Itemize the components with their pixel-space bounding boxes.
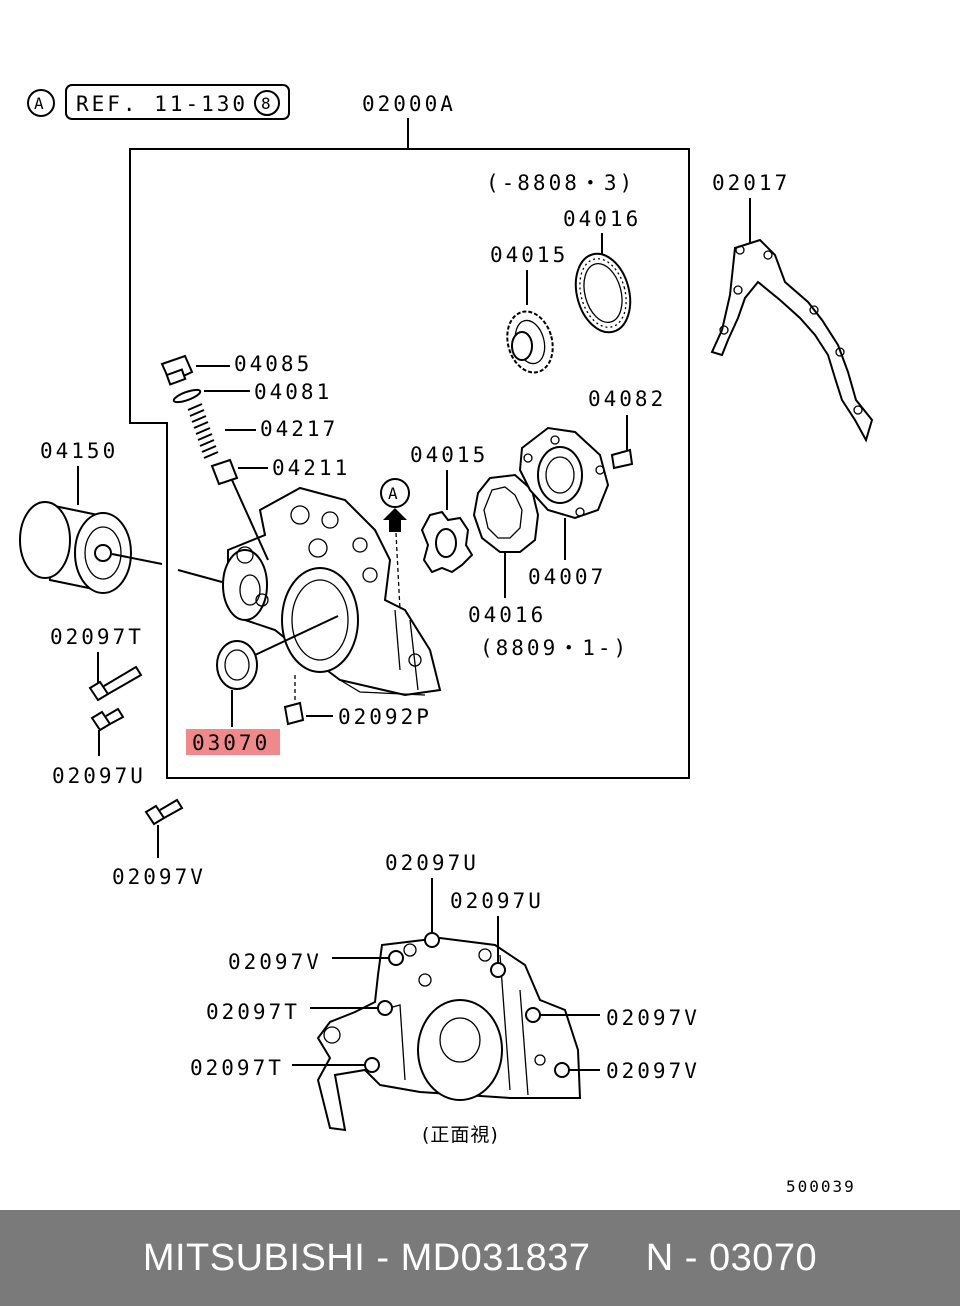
- front-label-t2: 02097T: [190, 1056, 284, 1080]
- label-04015-bottom: 04015: [410, 443, 488, 467]
- label-04085: 04085: [234, 352, 312, 376]
- front-hole-v1: [388, 950, 404, 966]
- front-label-u2: 02097U: [450, 889, 544, 913]
- parts-diagram: A REF. 11-130 8 02000A (-8808・3) 02017 0…: [19, 84, 874, 1196]
- front-label-v3: 02097V: [606, 1059, 700, 1083]
- front-hole-u2: [490, 962, 506, 978]
- ref-text: REF. 11-130: [76, 92, 248, 116]
- label-04016-top: 04016: [563, 207, 641, 231]
- plunger-04211: [210, 458, 239, 486]
- label-04150: 04150: [40, 439, 118, 463]
- arrow-up-icon: [383, 508, 407, 532]
- screw-04082: [610, 448, 634, 470]
- label-02017: 02017: [712, 171, 790, 195]
- front-hole-v2: [525, 1007, 541, 1023]
- front-hole-t2: [364, 1057, 380, 1073]
- gasket-02017: [710, 238, 874, 443]
- front-label-t1: 02097T: [206, 1000, 300, 1024]
- ref-circle-a-label: A: [34, 94, 46, 113]
- label-02092P: 02092P: [338, 705, 432, 729]
- washer-04081: [172, 388, 202, 404]
- label-04217: 04217: [260, 417, 338, 441]
- arrow-ref-circle: [380, 478, 410, 508]
- label-04016-bottom: 04016: [468, 603, 546, 627]
- oil-seal-03070: [216, 640, 258, 690]
- figure-id: 500039: [786, 1177, 856, 1196]
- label-02097T: 02097T: [50, 625, 144, 649]
- plug-02092P: [283, 701, 305, 726]
- assembly-label: 02000A: [362, 92, 456, 116]
- spring-04217: [187, 403, 219, 459]
- label-03070: 03070: [192, 731, 270, 755]
- front-view-drawing: [316, 936, 582, 1132]
- bolt-02097T: [88, 665, 143, 702]
- assembly-outline: [129, 148, 690, 779]
- ref-circle-8: [254, 90, 280, 116]
- highlight-03070: [186, 729, 280, 755]
- bolt-02097U: [90, 707, 125, 732]
- ref-circle-8-label: 8: [261, 94, 273, 113]
- label-04081: 04081: [254, 380, 332, 404]
- front-label-v2: 02097V: [606, 1006, 700, 1030]
- oil-pump-body: [222, 486, 442, 697]
- front-view-caption: (正面視): [422, 1124, 499, 1146]
- front-label-u1: 02097U: [385, 851, 479, 875]
- label-04082: 04082: [588, 387, 666, 411]
- front-hole-v3: [554, 1062, 570, 1078]
- label-02097V: 02097V: [112, 865, 206, 889]
- front-hole-u1: [424, 932, 440, 948]
- date-range-old: (-8808・3): [486, 171, 635, 195]
- part-number-caption: MITSUBISHI - MD031837 N - 03070: [142, 1236, 818, 1279]
- label-04211: 04211: [272, 456, 350, 480]
- label-04015-top: 04015: [490, 243, 568, 267]
- label-04007: 04007: [528, 565, 606, 589]
- bolt-02097V: [144, 798, 184, 826]
- arrow-ref-label: A: [388, 484, 400, 503]
- front-label-v1: 02097V: [228, 950, 322, 974]
- date-range-new: (8809・1-): [480, 636, 629, 660]
- ref-circle-a: [27, 89, 55, 117]
- footer-bar: MITSUBISHI - MD031837 N - 03070: [0, 1210, 960, 1306]
- label-02097U: 02097U: [52, 764, 146, 788]
- ref-box: [65, 84, 290, 120]
- outer-rotor-04016-top: [574, 252, 632, 334]
- front-hole-t1: [377, 1000, 393, 1016]
